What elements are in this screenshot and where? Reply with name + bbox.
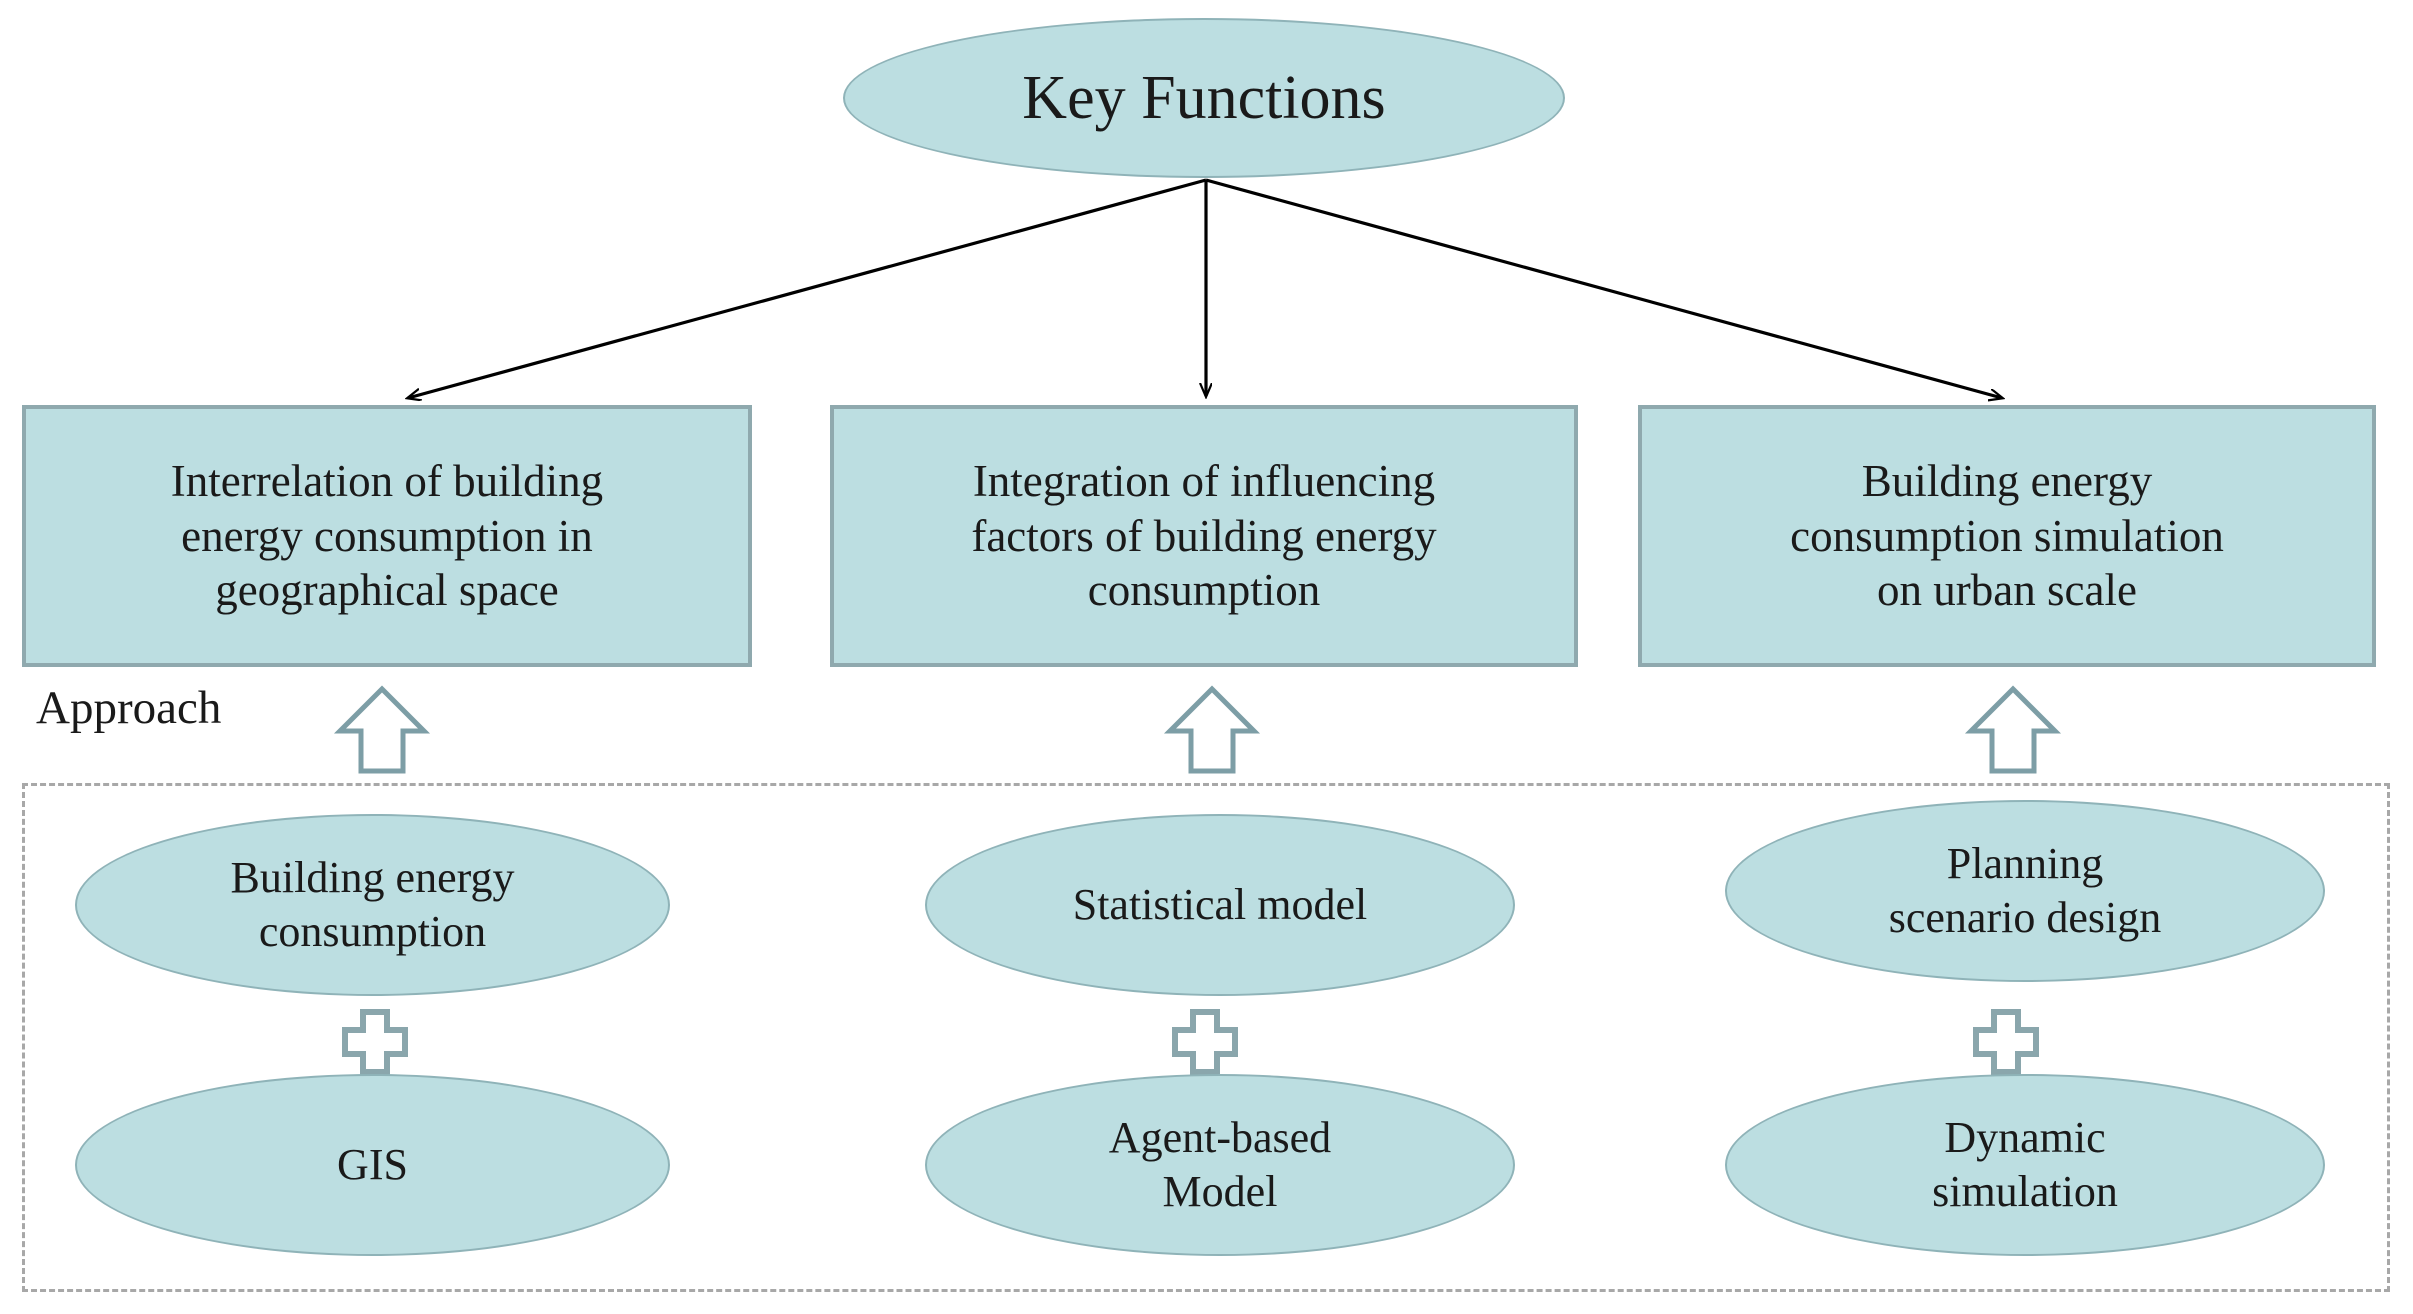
- approach-2-bottom-label: Agent-based Model: [1108, 1113, 1332, 1216]
- approach-label: Approach: [36, 682, 222, 734]
- node-approach-building-energy-consumption[interactable]: Building energy consumption: [75, 814, 670, 996]
- approach-1-top-label: Building energy consumption: [230, 853, 515, 956]
- connector-key-to-interrelation: [408, 178, 1207, 398]
- node-function-integration[interactable]: Integration of influencing factors of bu…: [830, 405, 1578, 667]
- key-functions-label: Key Functions: [1022, 63, 1386, 132]
- function-interrelation-label: Interrelation of building energy consump…: [170, 455, 604, 616]
- approach-3-top-label: Planning scenario design: [1888, 839, 2162, 942]
- node-approach-agent-based-model[interactable]: Agent-based Model: [925, 1074, 1515, 1256]
- connector-key-to-simulation: [1205, 178, 2002, 398]
- block-arrow-up-1: [333, 685, 431, 774]
- node-key-functions[interactable]: Key Functions: [843, 18, 1565, 178]
- node-approach-statistical-model[interactable]: Statistical model: [925, 814, 1515, 996]
- node-approach-gis[interactable]: GIS: [75, 1074, 670, 1256]
- function-integration-label: Integration of influencing factors of bu…: [971, 455, 1437, 616]
- node-function-interrelation[interactable]: Interrelation of building energy consump…: [22, 405, 752, 667]
- approach-1-bottom-label: GIS: [337, 1140, 408, 1190]
- function-simulation-label: Building energy consumption simulation o…: [1790, 455, 2224, 616]
- node-approach-planning-scenario-design[interactable]: Planning scenario design: [1725, 800, 2325, 982]
- approach-3-bottom-label: Dynamic simulation: [1932, 1113, 2118, 1216]
- block-arrow-up-2: [1163, 685, 1261, 774]
- approach-container: [22, 783, 2390, 1292]
- block-arrow-up-3: [1964, 685, 2062, 774]
- approach-2-top-label: Statistical model: [1072, 880, 1368, 930]
- node-approach-dynamic-simulation[interactable]: Dynamic simulation: [1725, 1074, 2325, 1256]
- node-function-simulation[interactable]: Building energy consumption simulation o…: [1638, 405, 2376, 667]
